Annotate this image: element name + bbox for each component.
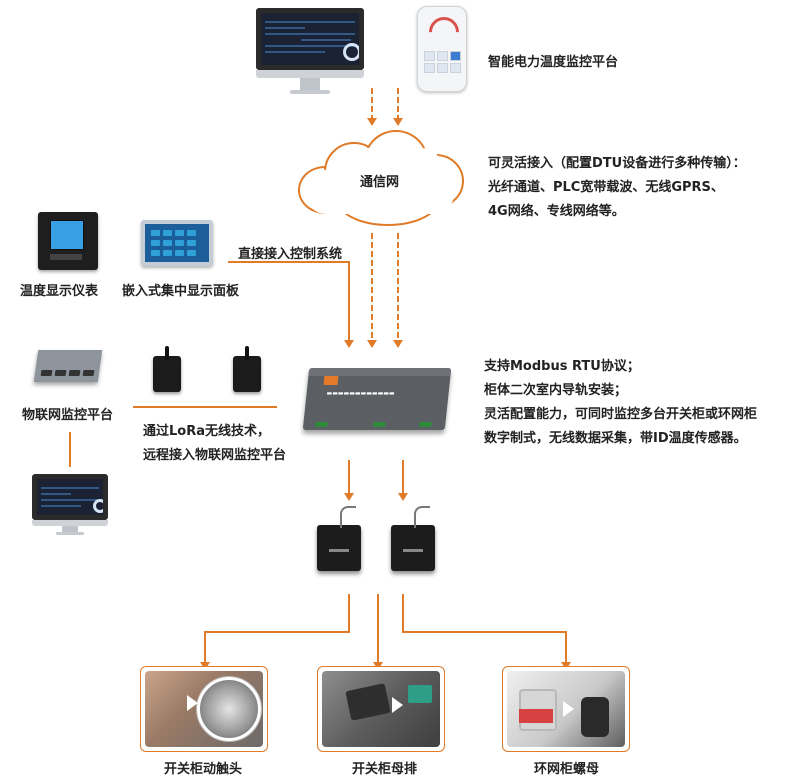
smartphone-icon <box>417 6 467 92</box>
wire-sensor-site1 <box>204 594 350 662</box>
access-description: 可灵活接入（配置DTU设备进行多种传输）： 光纤通道、PLC宽带载波、无线GPR… <box>488 156 746 219</box>
direct-access-label: 直接接入控制系统 <box>238 247 343 262</box>
iot-platform-label: 物联网监控平台 <box>22 408 114 423</box>
controller-features: 支持Modbus RTU协议； 柜体二次室内导轨安装； 灵活配置能力，可同时监控… <box>484 359 758 446</box>
sensor-1-antenna <box>340 506 356 528</box>
wireless-sensor-1 <box>317 525 361 571</box>
embedded-display-panel <box>141 220 213 266</box>
temp-meter-label: 温度显示仪表 <box>20 284 99 299</box>
site3-label: 环网柜螺母 <box>534 762 600 777</box>
site-photo-contact <box>140 666 268 752</box>
site2-label: 开关柜母排 <box>352 762 418 777</box>
wireless-sensor-2 <box>391 525 435 571</box>
temperature-controller-device: ▬▬▬▬▬▬▬▬▬▬▬▬ <box>302 368 452 430</box>
cloud-icon <box>296 128 468 228</box>
cloud-label: 通信网 <box>360 175 400 190</box>
lora-antenna-2 <box>245 346 249 360</box>
embedded-panel-label: 嵌入式集中显示面板 <box>122 284 240 299</box>
desktop-monitor-icon <box>256 8 364 70</box>
platform-monitor <box>256 8 364 96</box>
site-photo-busbar <box>317 666 445 752</box>
site1-label: 开关柜动触头 <box>164 762 243 777</box>
temperature-meter-device <box>38 212 98 270</box>
lora-description: 通过LoRa无线技术， 远程接入物联网监控平台 <box>143 424 287 463</box>
iot-gateway-device <box>33 350 103 382</box>
wire-sensor-site3 <box>402 594 567 662</box>
lora-module-1 <box>153 356 181 392</box>
site-photo-nut <box>502 666 630 752</box>
wire-direct-access <box>228 261 350 340</box>
desktop-monitor-icon <box>32 474 108 520</box>
platform-label: 智能电力温度监控平台 <box>488 55 619 70</box>
lora-module-2 <box>233 356 261 392</box>
sensor-2-antenna <box>414 506 430 528</box>
iot-monitor <box>32 474 108 536</box>
lora-antenna-1 <box>165 346 169 360</box>
